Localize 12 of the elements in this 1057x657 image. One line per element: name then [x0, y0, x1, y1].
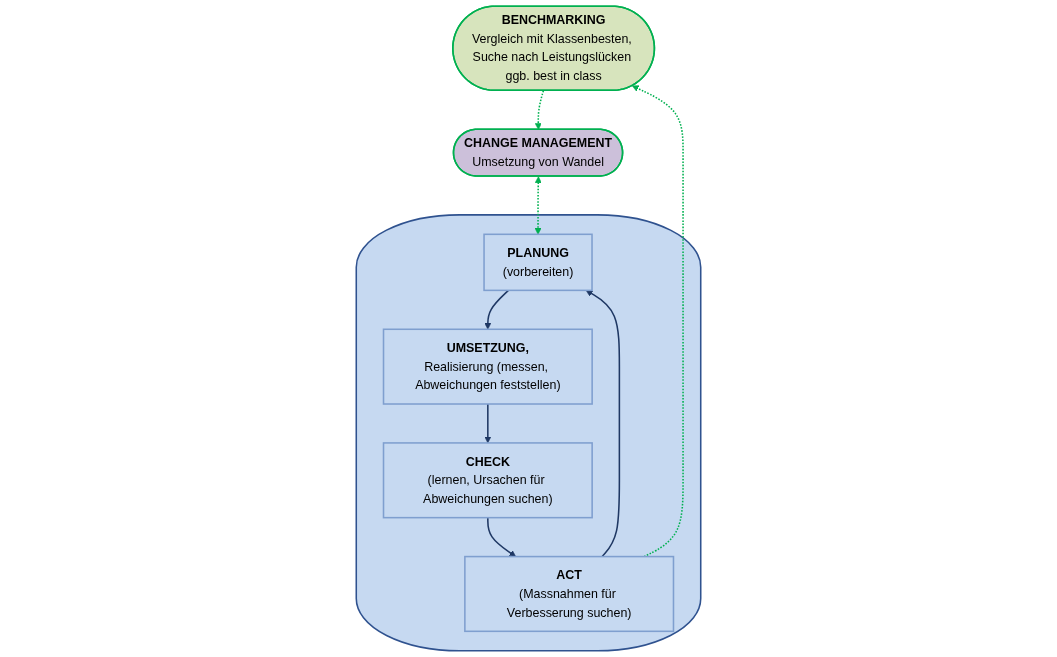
arrow [484, 289, 510, 330]
node-box: UMSETZUNG, Realisierung (messen, Abweichungen feststellen) [382, 328, 593, 405]
arrow [534, 176, 542, 235]
arrow [585, 290, 621, 558]
arrow [487, 516, 516, 557]
arrow [632, 85, 684, 558]
cluster [355, 214, 702, 652]
node-box: CHECK (lernen, Ursachen für Abweichungen suchen) [382, 442, 593, 519]
arrow [484, 403, 492, 444]
node-box: ACT (Massnahmen für Verbesserung suchen) [464, 555, 675, 633]
arrow [534, 89, 545, 130]
node-box: PLANUNG (vorbereiten) [483, 233, 593, 292]
